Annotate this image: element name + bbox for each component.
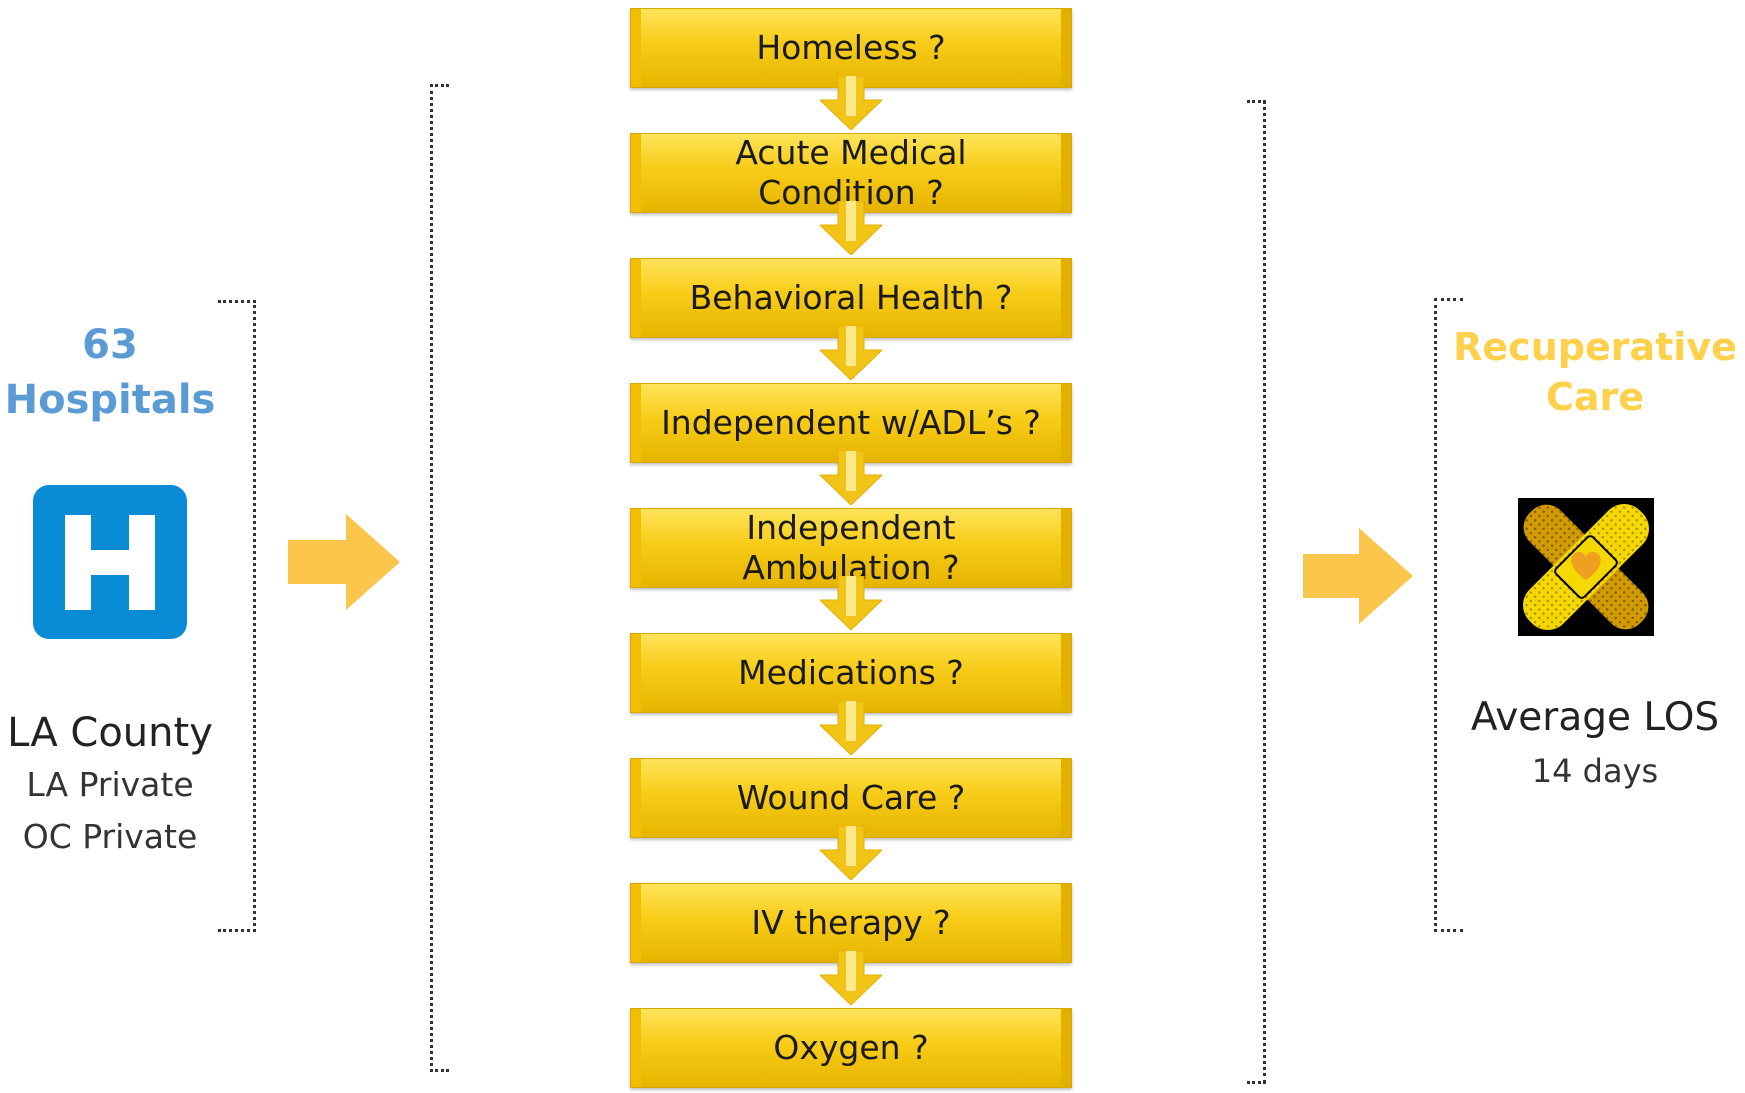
down-arrow-icon	[820, 826, 882, 880]
middle-open-bracket	[430, 84, 449, 1072]
left-bracket	[218, 300, 256, 932]
right-arrow-icon	[288, 514, 400, 610]
average-los-label: Average LOS	[1470, 695, 1720, 740]
flow-step: Behavioral Health ?	[630, 258, 1072, 338]
hospitals-title: 63 Hospitals	[0, 318, 220, 428]
down-arrow-icon	[820, 701, 882, 755]
right-bracket	[1434, 298, 1463, 932]
hospital-label: Hospitals	[4, 377, 216, 423]
source-oc-private: OC Private	[22, 817, 198, 856]
flow-step: IV therapy ?	[630, 883, 1072, 963]
recuperative-title-line2: Care	[1545, 375, 1645, 419]
down-arrow-icon	[820, 951, 882, 1005]
hospital-h-icon	[33, 485, 187, 639]
flow-step: Medications ?	[630, 633, 1072, 713]
source-la-private: LA Private	[26, 765, 194, 804]
flow-step: Acute Medical Condition ?	[630, 133, 1072, 213]
down-arrow-icon	[820, 201, 882, 255]
hospital-count: 63	[82, 322, 138, 368]
source-la-county: LA County	[7, 710, 213, 756]
average-los-value: 14 days	[1531, 752, 1659, 790]
down-arrow-icon	[820, 76, 882, 130]
right-arrow-icon	[1303, 528, 1413, 624]
recuperative-title-line1: Recuperative	[1453, 325, 1737, 369]
down-arrow-icon	[820, 451, 882, 505]
middle-close-bracket	[1247, 100, 1266, 1084]
recuperative-title: Recuperative Care	[1450, 322, 1740, 422]
flow-step: Homeless ?	[630, 8, 1072, 88]
flow-step: Oxygen ?	[630, 1008, 1072, 1088]
down-arrow-icon	[820, 576, 882, 630]
flow-step: Independent w/ADL’s ?	[630, 383, 1072, 463]
down-arrow-icon	[820, 326, 882, 380]
bandage-heart-icon	[1518, 498, 1654, 636]
flow-step: Wound Care ?	[630, 758, 1072, 838]
flow-step: Independent Ambulation ?	[630, 508, 1072, 588]
